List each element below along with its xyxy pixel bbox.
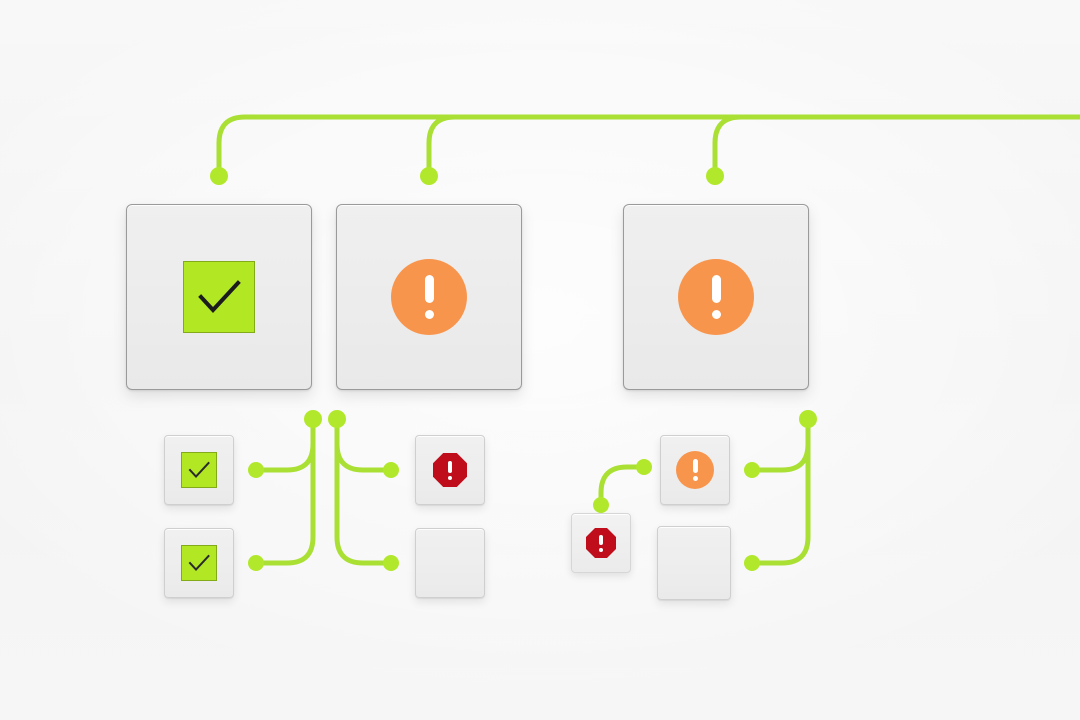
stop-octagon-icon [586, 528, 616, 558]
card-sec-ok-1[interactable] [164, 435, 234, 505]
card-sec-empty-1[interactable] [415, 528, 485, 598]
warning-circle-icon [676, 451, 714, 489]
card-primary-warn[interactable] [336, 204, 522, 390]
card-sec-stop-1[interactable] [415, 435, 485, 505]
card-sec-warn-1[interactable] [660, 435, 730, 505]
warning-circle-icon [391, 259, 467, 335]
card-primary-alert[interactable] [623, 204, 809, 390]
check-square-icon [181, 545, 217, 581]
card-sec-empty-2[interactable] [657, 526, 731, 600]
stop-octagon-icon [433, 453, 467, 487]
card-sec-ok-2[interactable] [164, 528, 234, 598]
card-sec-stop-2[interactable] [571, 513, 631, 573]
card-primary-ok[interactable] [126, 204, 312, 390]
warning-circle-icon [678, 259, 754, 335]
check-square-icon [183, 261, 255, 333]
check-square-icon [181, 452, 217, 488]
